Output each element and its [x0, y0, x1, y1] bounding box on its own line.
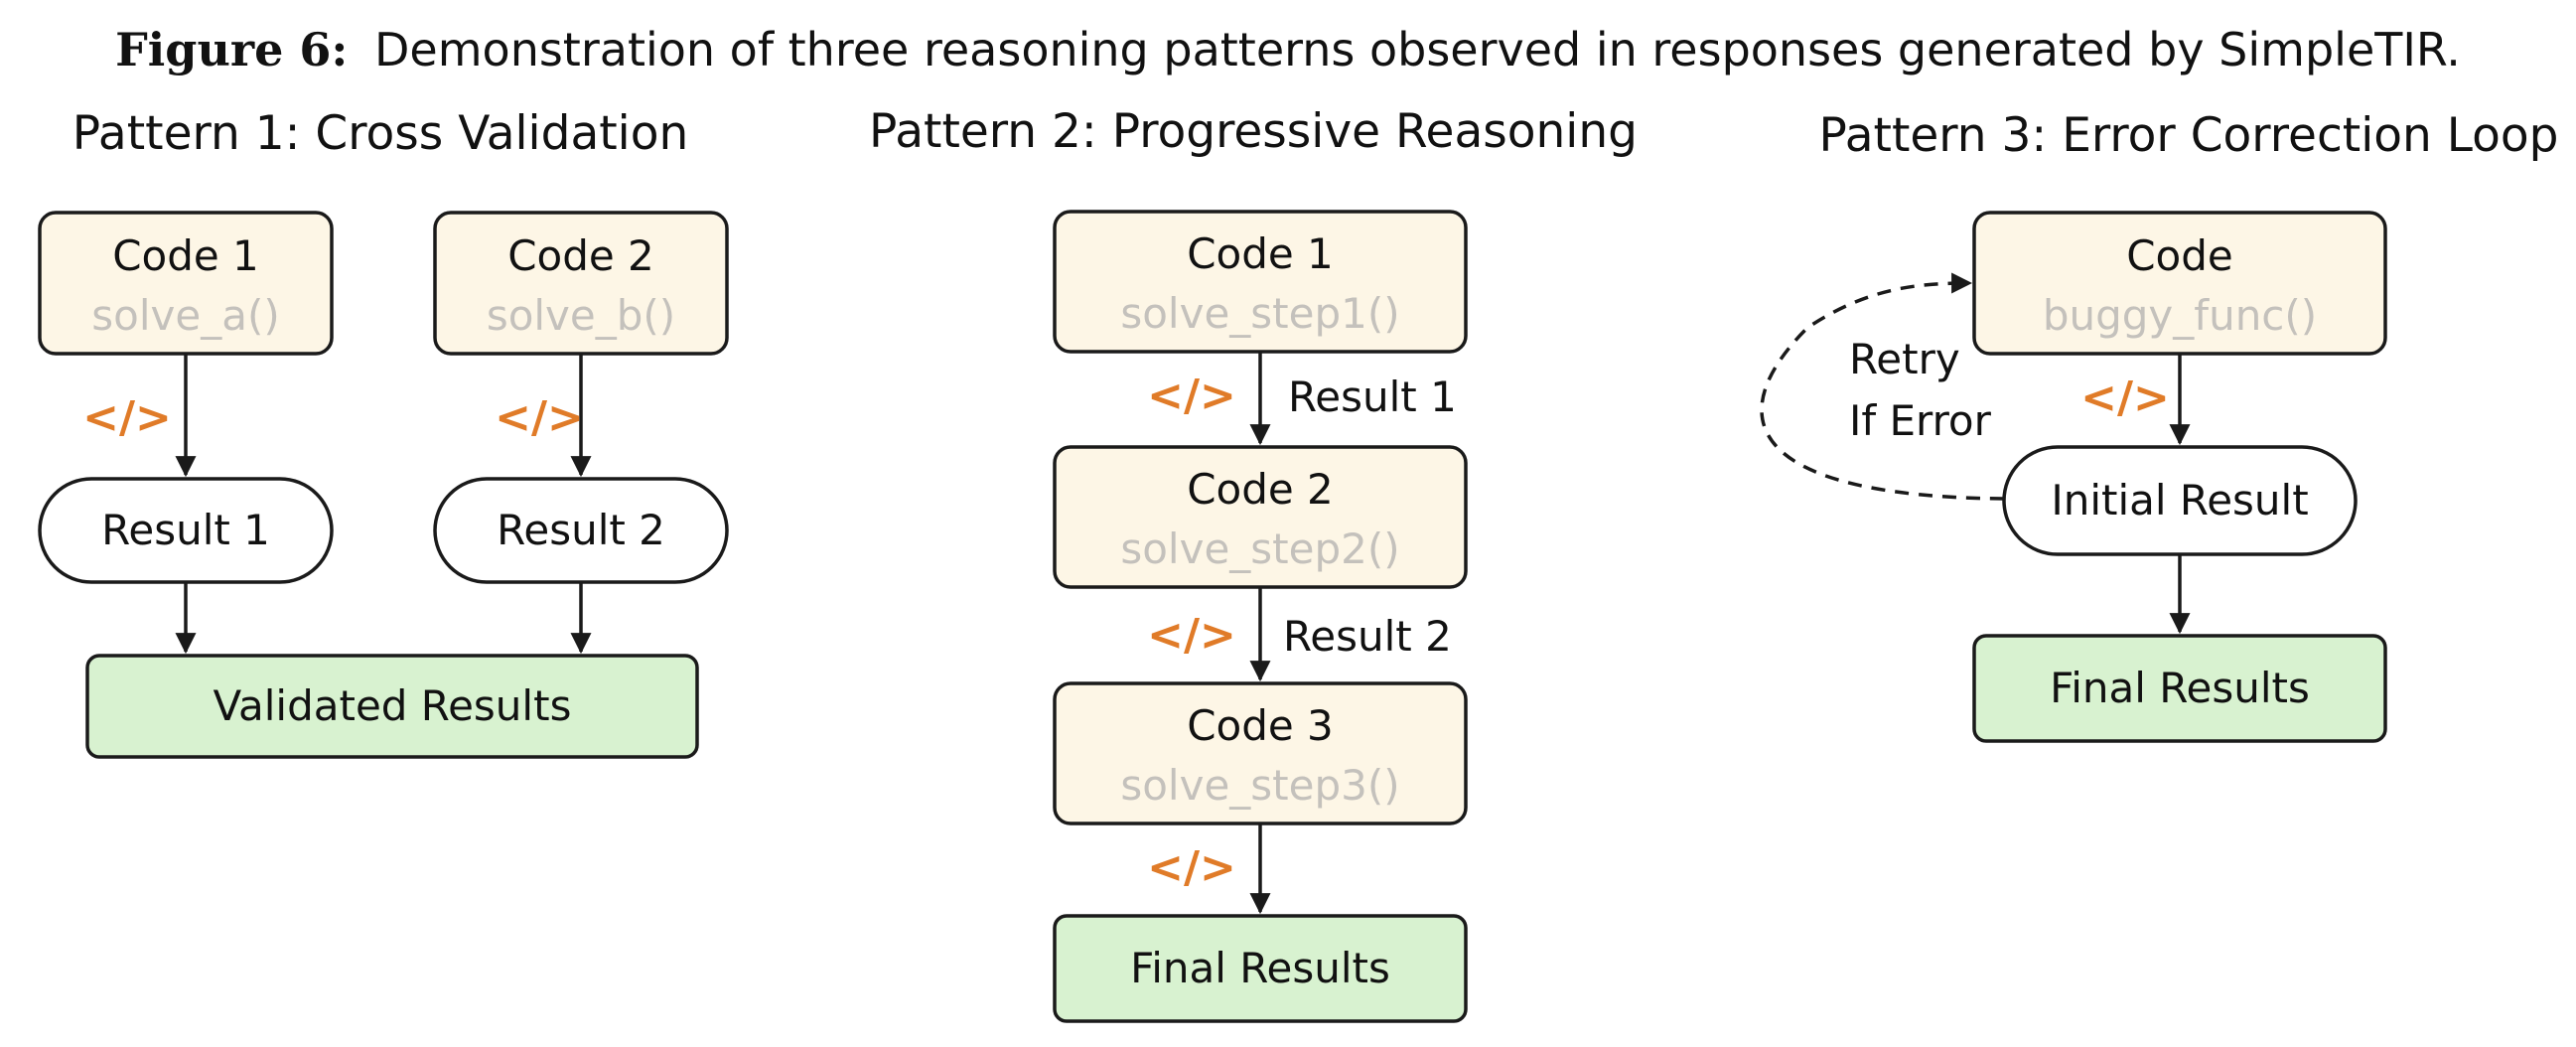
p1-result2-node: Result 2 — [433, 477, 729, 584]
code-icon: </> — [495, 392, 584, 443]
p2-code1-node: Code 1 solve_step1() — [1053, 210, 1468, 354]
figure-caption-text: Demonstration of three reasoning pattern… — [374, 23, 2461, 76]
p3-code-fn: buggy_func() — [2043, 291, 2317, 340]
p2-final-label: Final Results — [1130, 944, 1390, 992]
p2-code3-label: Code 3 — [1187, 701, 1334, 750]
p2-edge1-label: Result 1 — [1288, 373, 1457, 421]
p1-final-node: Validated Results — [85, 654, 699, 759]
p2-code3-fn: solve_step3() — [1120, 761, 1399, 810]
p1-code1-label: Code 1 — [112, 231, 259, 280]
p1-result1-node: Result 1 — [38, 477, 334, 584]
code-icon: </> — [1147, 610, 1236, 661]
p2-code2-label: Code 2 — [1187, 465, 1334, 514]
p1-code2-node: Code 2 solve_b() — [433, 211, 729, 356]
code-icon: </> — [1147, 842, 1236, 893]
pattern-2-title: Pattern 2: Progressive Reasoning — [869, 104, 1638, 159]
p3-initial-node: Initial Result — [2002, 445, 2358, 556]
p3-code-node: Code buggy_func() — [1972, 211, 2387, 356]
p1-code1-node: Code 1 solve_a() — [38, 211, 334, 356]
p1-result1-label: Result 1 — [101, 506, 270, 554]
figure-caption: Figure 6: Demonstration of three reasoni… — [115, 23, 2461, 76]
p2-code1-label: Code 1 — [1187, 229, 1334, 278]
code-icon: </> — [82, 392, 172, 443]
p3-retry-label-line2: If Error — [1849, 396, 1992, 445]
p1-code2-fn: solve_b() — [487, 291, 675, 340]
p3-initial-label: Initial Result — [2051, 476, 2308, 524]
pattern-2-progressive-reasoning: Pattern 2: Progressive Reasoning Code 1 … — [869, 104, 1638, 1023]
p3-code-label: Code — [2126, 231, 2233, 280]
pattern-3-title: Pattern 3: Error Correction Loop — [1818, 108, 2558, 163]
p2-code2-fn: solve_step2() — [1120, 524, 1399, 573]
p3-final-node: Final Results — [1972, 634, 2387, 743]
p3-final-label: Final Results — [2050, 664, 2310, 712]
p2-edge2-label: Result 2 — [1283, 612, 1452, 661]
p3-retry-label-line1: Retry — [1849, 335, 1960, 383]
p2-code2-node: Code 2 solve_step2() — [1053, 445, 1468, 589]
p2-code3-node: Code 3 solve_step3() — [1053, 681, 1468, 825]
p1-code1-fn: solve_a() — [91, 291, 279, 340]
p2-final-node: Final Results — [1053, 914, 1468, 1023]
p1-code2-label: Code 2 — [507, 231, 654, 280]
p2-code1-fn: solve_step1() — [1120, 289, 1399, 338]
p1-result2-label: Result 2 — [497, 506, 665, 554]
pattern-1-cross-validation: Pattern 1: Cross Validation Code 1 solve… — [38, 106, 729, 759]
p1-final-label: Validated Results — [214, 681, 572, 730]
code-icon: </> — [1147, 371, 1236, 421]
p3-retry-loop-arrow — [1760, 272, 2005, 501]
pattern-3-error-correction-loop: Pattern 3: Error Correction Loop Code bu… — [1760, 108, 2559, 743]
code-icon: </> — [2080, 373, 2170, 423]
pattern-1-title: Pattern 1: Cross Validation — [72, 106, 689, 161]
figure-label: Figure 6: — [115, 23, 348, 76]
